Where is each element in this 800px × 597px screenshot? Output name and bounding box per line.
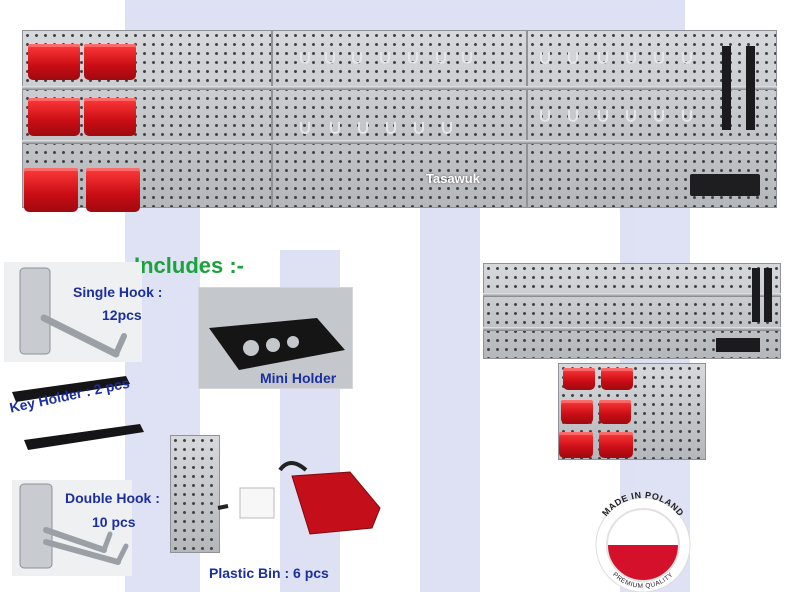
single-hook-photo <box>4 262 142 362</box>
hook-icon <box>654 52 664 64</box>
mini-holder-label: Mini Holder <box>260 370 337 386</box>
plastic-bin <box>563 368 595 390</box>
hook-icon <box>682 110 692 122</box>
shelf-divider <box>483 327 781 331</box>
plastic-bin <box>599 400 631 424</box>
hook-icon <box>330 122 340 134</box>
plastic-bin <box>599 432 633 458</box>
hook-icon <box>442 122 452 134</box>
brand-label: Tasawuk <box>426 171 480 186</box>
key-holder-bar <box>752 268 760 322</box>
plastic-bin <box>559 432 593 458</box>
double-hook-qty: 10 pcs <box>92 514 136 530</box>
key-holder-bar <box>764 268 772 322</box>
arrow-icon <box>217 504 229 510</box>
hook-icon <box>380 52 390 64</box>
hook-icon <box>568 110 578 122</box>
hook-icon <box>626 110 636 122</box>
double-hook-label: Double Hook : <box>65 490 160 506</box>
hook-icon <box>626 52 636 64</box>
hook-icon <box>300 122 310 134</box>
single-hook-qty: 12pcs <box>102 307 142 323</box>
hook-icon <box>325 52 335 64</box>
plastic-bin <box>28 44 80 80</box>
key-holder-bar <box>722 46 731 130</box>
hook-icon <box>386 122 396 134</box>
plastic-bin <box>86 168 140 212</box>
hook-icon <box>352 52 362 64</box>
key-holder-icon <box>12 376 144 450</box>
bin-mounting-diagram <box>217 461 381 535</box>
hook-icon <box>540 110 550 122</box>
pegboard-strip <box>170 435 220 553</box>
hook-icon <box>654 110 664 122</box>
mini-holder-icon <box>209 318 345 370</box>
double-hook-photo <box>12 480 132 576</box>
shelf-divider <box>483 293 781 297</box>
arrow-icon <box>278 461 308 472</box>
hook-icon <box>358 122 368 134</box>
hook-icon <box>408 52 418 64</box>
hook-icon <box>568 52 578 64</box>
double-hook-icon <box>19 483 129 569</box>
single-hook-label: Single Hook : <box>73 284 163 300</box>
mini-holder-tray <box>716 338 760 352</box>
bin-bracket <box>239 487 275 519</box>
plastic-bin <box>84 44 136 80</box>
hook-icon <box>598 110 608 122</box>
plastic-bin-label: Plastic Bin : 6 pcs <box>209 565 329 581</box>
pegboard-panel-middle <box>272 30 527 208</box>
mini-holder-tray <box>690 174 760 196</box>
plastic-bin <box>24 168 78 212</box>
key-holder-bar <box>746 46 755 130</box>
shelf-divider <box>22 86 777 90</box>
hook-icon <box>540 52 550 64</box>
mini-holder-photo <box>198 287 353 389</box>
includes-heading: Includes :- <box>134 253 245 278</box>
hook-icon <box>598 52 608 64</box>
plastic-bin <box>28 98 80 136</box>
hook-icon <box>300 52 310 64</box>
hook-icon <box>436 52 446 64</box>
hook-icon <box>462 52 472 64</box>
hook-icon <box>682 52 692 64</box>
poland-flag-seal-icon: MADE IN POLAND PREMIUM QUALITY <box>595 490 691 593</box>
hook-icon <box>414 122 424 134</box>
made-in-poland-badge: MADE IN POLAND PREMIUM QUALITY <box>584 485 702 593</box>
plastic-bin <box>561 400 593 424</box>
shelf-divider <box>22 140 777 144</box>
plastic-bin-icon <box>291 471 381 535</box>
single-hook-icon <box>19 267 127 358</box>
plastic-bin <box>84 98 136 136</box>
plastic-bin <box>601 368 633 390</box>
